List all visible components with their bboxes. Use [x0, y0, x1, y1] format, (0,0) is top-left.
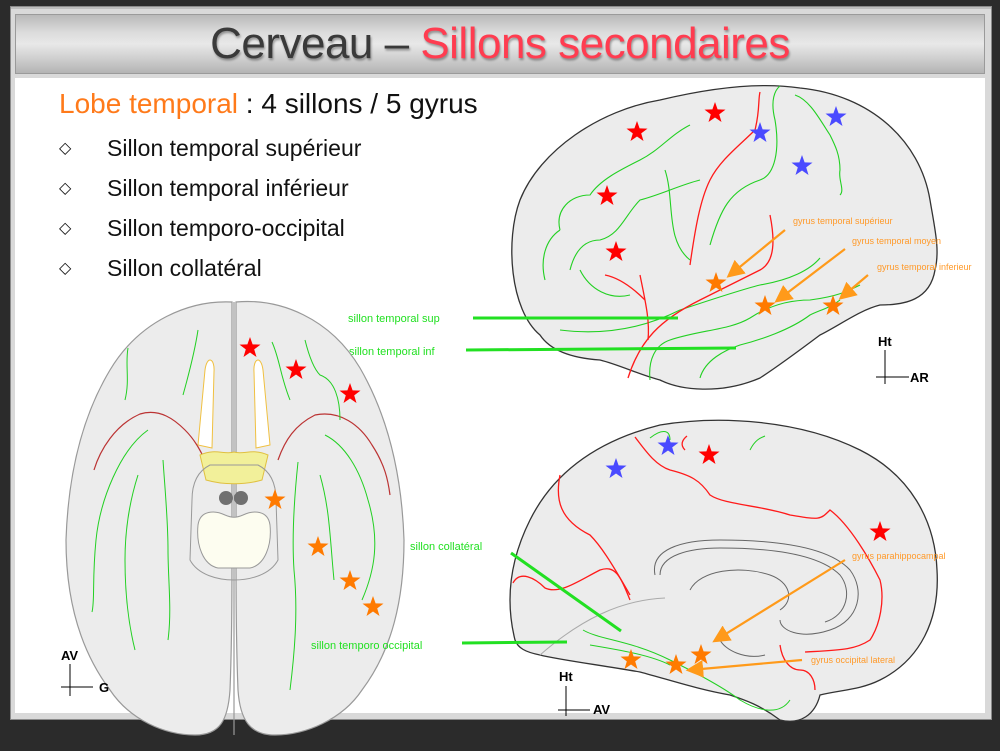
inferior-green-sulci — [91, 329, 376, 691]
calcarine-line — [539, 597, 666, 656]
axis-label-horizontal: AV — [593, 702, 610, 717]
list-item-text: Sillon temporal inférieur — [107, 174, 349, 201]
diamond-bullet-icon: ◇ — [59, 180, 72, 197]
axis-label-vertical: AV — [61, 648, 78, 663]
medial-brain-view: gyrus parahippocampal gyrus occipital la… — [311, 419, 946, 722]
list-item: ◇ Sillon collatéral — [59, 248, 361, 288]
list-item: ◇ Sillon temporal supérieur — [59, 128, 361, 168]
inferior-left-hemisphere — [65, 301, 233, 736]
lateral-red-sulci — [604, 91, 774, 379]
medial-green-pointers — [461, 551, 622, 645]
list-item-text: Sillon temporal supérieur — [107, 134, 362, 161]
label-gyrus-parahippocampal: gyrus parahippocampal — [852, 551, 946, 561]
corpus-callosum — [654, 539, 859, 657]
inferior-right-hemisphere — [235, 300, 405, 736]
slide-title: Cerveau – Sillons secondaires — [16, 15, 984, 73]
title-part-2: Sillons secondaires — [420, 19, 790, 68]
section-heading: Lobe temporal : 4 sillons / 5 gyrus — [59, 88, 478, 120]
diamond-bullet-icon: ◇ — [59, 220, 72, 237]
label-sillon-collateral: sillon collatéral — [410, 541, 482, 553]
label-gyrus-temporal-superieur: gyrus temporal supérieur — [793, 216, 893, 226]
axis-label-vertical: Ht — [559, 669, 573, 684]
lateral-brain-view: gyrus temporal supérieur gyrus temporal … — [348, 85, 972, 390]
label-sillon-temporal-inf: sillon temporal inf — [349, 346, 436, 358]
label-gyrus-temporal-moyen: gyrus temporal moyen — [852, 236, 941, 246]
label-sillon-temporo-occipital: sillon temporo occipital — [311, 640, 422, 652]
lateral-green-pointers — [465, 316, 737, 352]
label-gyrus-occipital-lateral: gyrus occipital lateral — [811, 655, 895, 665]
medial-red-sulci — [512, 435, 883, 691]
medial-orientation-axes: Ht AV — [558, 669, 610, 717]
brainstem-structures — [189, 359, 279, 581]
medial-arrows — [685, 559, 846, 678]
list-item: ◇ Sillon temporo-occipital — [59, 208, 361, 248]
title-bar: Cerveau – Sillons secondaires — [15, 14, 985, 74]
heading-accent: Lobe temporal — [59, 88, 239, 119]
label-gyrus-temporal-inferieur: gyrus temporal inferieur — [877, 262, 972, 272]
axis-label-horizontal: AR — [910, 370, 929, 385]
inferior-brain-view: AV G — [61, 300, 405, 736]
title-part-1: Cerveau – — [210, 19, 421, 68]
diamond-bullet-icon: ◇ — [59, 140, 72, 157]
list-item-text: Sillon collatéral — [107, 254, 262, 281]
lateral-arrows — [726, 229, 869, 303]
lateral-orientation-axes: Ht AR — [876, 334, 929, 385]
heading-rest: : 4 sillons / 5 gyrus — [238, 88, 478, 119]
axis-label-horizontal: G — [99, 680, 109, 695]
diamond-bullet-icon: ◇ — [59, 260, 72, 277]
axis-label-vertical: Ht — [878, 334, 892, 349]
sulci-list: ◇ Sillon temporal supérieur ◇ Sillon tempo… — [59, 128, 361, 288]
label-sillon-temporal-sup: sillon temporal sup — [348, 313, 440, 325]
lateral-brain-outline — [511, 85, 938, 390]
lateral-green-sulci — [542, 85, 861, 381]
list-item: ◇ Sillon temporal inférieur — [59, 168, 361, 208]
inferior-orientation-axes: AV G — [61, 648, 109, 696]
inferior-red-sulci — [93, 411, 391, 496]
list-item-text: Sillon temporo-occipital — [107, 214, 345, 241]
